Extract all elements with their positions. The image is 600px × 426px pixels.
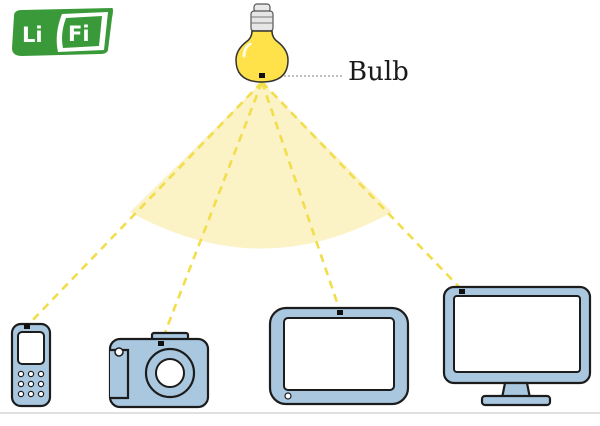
logo-text-li: Li [22, 23, 43, 47]
light-cone [130, 82, 392, 249]
beam-to-camera [159, 81, 264, 344]
monitor-icon [442, 285, 592, 407]
beam-to-tablet [260, 81, 342, 312]
lifi-logo: Li Fi [12, 8, 113, 56]
phone-icon [10, 322, 52, 408]
bulb-label: Bulb [348, 57, 409, 87]
beam-to-monitor [261, 81, 463, 291]
bulb-icon [235, 3, 289, 83]
beam-to-phone [26, 81, 263, 327]
tablet-icon [268, 306, 410, 406]
logo-text-fi: Fi [68, 22, 90, 46]
camera-icon [108, 331, 210, 409]
